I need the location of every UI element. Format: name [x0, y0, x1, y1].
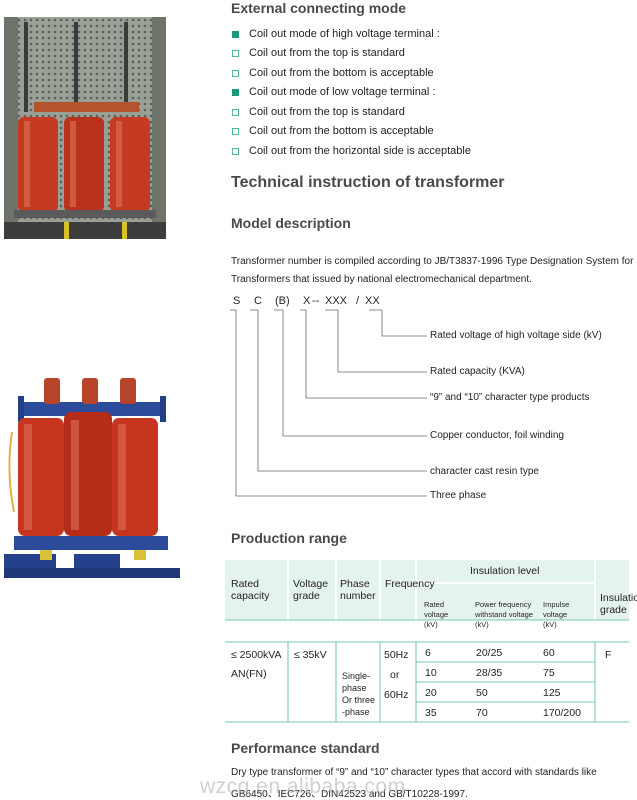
model-label-voltage: Rated voltage of high voltage side (kV) — [430, 330, 602, 341]
header-insulation-level: Insulation level — [470, 565, 540, 577]
filled-square-icon — [232, 89, 239, 96]
code-c: C — [254, 295, 262, 307]
row-2-impulse: 75 — [543, 667, 555, 679]
row-3-rated: 20 — [425, 687, 437, 699]
connect-item-text: Coil out mode of low voltage terminal : — [249, 86, 436, 98]
connect-item-text: Coil out from the top is standard — [249, 106, 405, 118]
connect-item-7: Coil out from the horizontal side is acc… — [232, 145, 471, 157]
header-phase-number: Phase number — [340, 578, 376, 602]
row-4-power: 70 — [476, 707, 488, 719]
connect-item-text: Coil out from the top is standard — [249, 47, 405, 59]
row-4-rated: 35 — [425, 707, 437, 719]
code-slash: / — [356, 295, 360, 307]
connect-item-4: Coil out mode of low voltage terminal : — [232, 86, 436, 98]
model-label-capacity: Rated capacity (KVA) — [430, 366, 525, 377]
cell-freq-50: 50Hz — [384, 649, 409, 661]
code-x: X — [303, 295, 311, 307]
hollow-square-icon — [232, 109, 239, 116]
connect-item-2: Coil out from the top is standard — [232, 47, 405, 59]
cell-freq-60: 60Hz — [384, 689, 409, 701]
row-1-impulse: 60 — [543, 647, 555, 659]
cell-freq-or: or — [390, 669, 400, 681]
model-paragraph-line-1: Transformer number is compiled according… — [231, 256, 634, 267]
row-2-rated: 10 — [425, 667, 437, 679]
cell-phase: Single-phase Or three -phase — [342, 671, 376, 717]
header-power-frequency: Power frequency withstand voltage (kV) — [475, 600, 533, 629]
section-title-performance: Performance standard — [231, 740, 380, 756]
section-title-tech: Technical instruction of transformer — [231, 174, 505, 191]
connect-item-text: Coil out from the horizontal side is acc… — [249, 145, 471, 157]
code-dash: -- — [312, 295, 320, 307]
connect-item-1: Coil out mode of high voltage terminal : — [232, 28, 440, 40]
connect-item-3: Coil out from the bottom is acceptable — [232, 67, 434, 79]
code-s: S — [233, 295, 241, 307]
section-title-connect: External connecting mode — [231, 0, 407, 16]
header-impulse-voltage: Impulse voltage (kV) — [543, 600, 570, 629]
connect-item-5: Coil out from the top is standard — [232, 106, 405, 118]
performance-line-1: Dry type transformer of “9” and “10” cha… — [231, 767, 597, 778]
header-rated-voltage: Rated voltage (kV) — [424, 600, 449, 629]
cell-capacity-1: ≤ 2500kVA — [231, 649, 282, 661]
performance-line-2: GB6450、IEC726、DIN42523 and GB/T10228-199… — [231, 789, 468, 800]
row-3-power: 50 — [476, 687, 488, 699]
header-rated-capacity: Rated capacity — [231, 578, 270, 602]
hollow-square-icon — [232, 50, 239, 57]
row-1-rated: 6 — [425, 647, 431, 659]
header-voltage-grade: Voltage grade — [293, 578, 329, 602]
hollow-square-icon — [232, 70, 239, 77]
model-label-copper: Copper conductor, foil winding — [430, 430, 564, 441]
filled-square-icon — [232, 31, 239, 38]
code-b: (B) — [275, 295, 290, 307]
cell-capacity-2: AN(FN) — [231, 668, 267, 680]
hollow-square-icon — [232, 128, 239, 135]
cell-voltage: ≤ 35kV — [294, 649, 327, 661]
code-xx: XX — [365, 295, 380, 307]
hollow-square-icon — [232, 148, 239, 155]
row-4-impulse: 170/200 — [543, 707, 581, 719]
watermark: wzcg.en.alibaba.com — [200, 775, 406, 798]
connect-item-text: Coil out from the bottom is acceptable — [249, 125, 434, 137]
row-2-power: 28/35 — [476, 667, 503, 679]
row-1-power: 20/25 — [476, 647, 503, 659]
connect-item-text: Coil out mode of high voltage terminal : — [249, 28, 440, 40]
header-insulation-grade: Insulation grade — [600, 592, 637, 616]
section-title-production: Production range — [231, 530, 347, 546]
connect-item-6: Coil out from the bottom is acceptable — [232, 125, 434, 137]
model-label-resin: character cast resin type — [430, 466, 539, 477]
model-label-phase: Three phase — [430, 490, 487, 501]
connect-item-text: Coil out from the bottom is acceptable — [249, 67, 434, 79]
cell-grade: F — [605, 649, 612, 661]
row-3-impulse: 125 — [543, 687, 561, 699]
transformer-photo-bottom — [4, 372, 180, 590]
model-label-character: “9” and “10” character type products — [430, 392, 590, 403]
transformer-photo-top — [4, 17, 166, 239]
model-paragraph-line-2: Transformers that issued by national ele… — [231, 274, 532, 285]
section-title-model: Model description — [231, 215, 351, 231]
code-xxx: XXX — [325, 295, 348, 307]
header-frequency: Frequency — [385, 578, 435, 590]
